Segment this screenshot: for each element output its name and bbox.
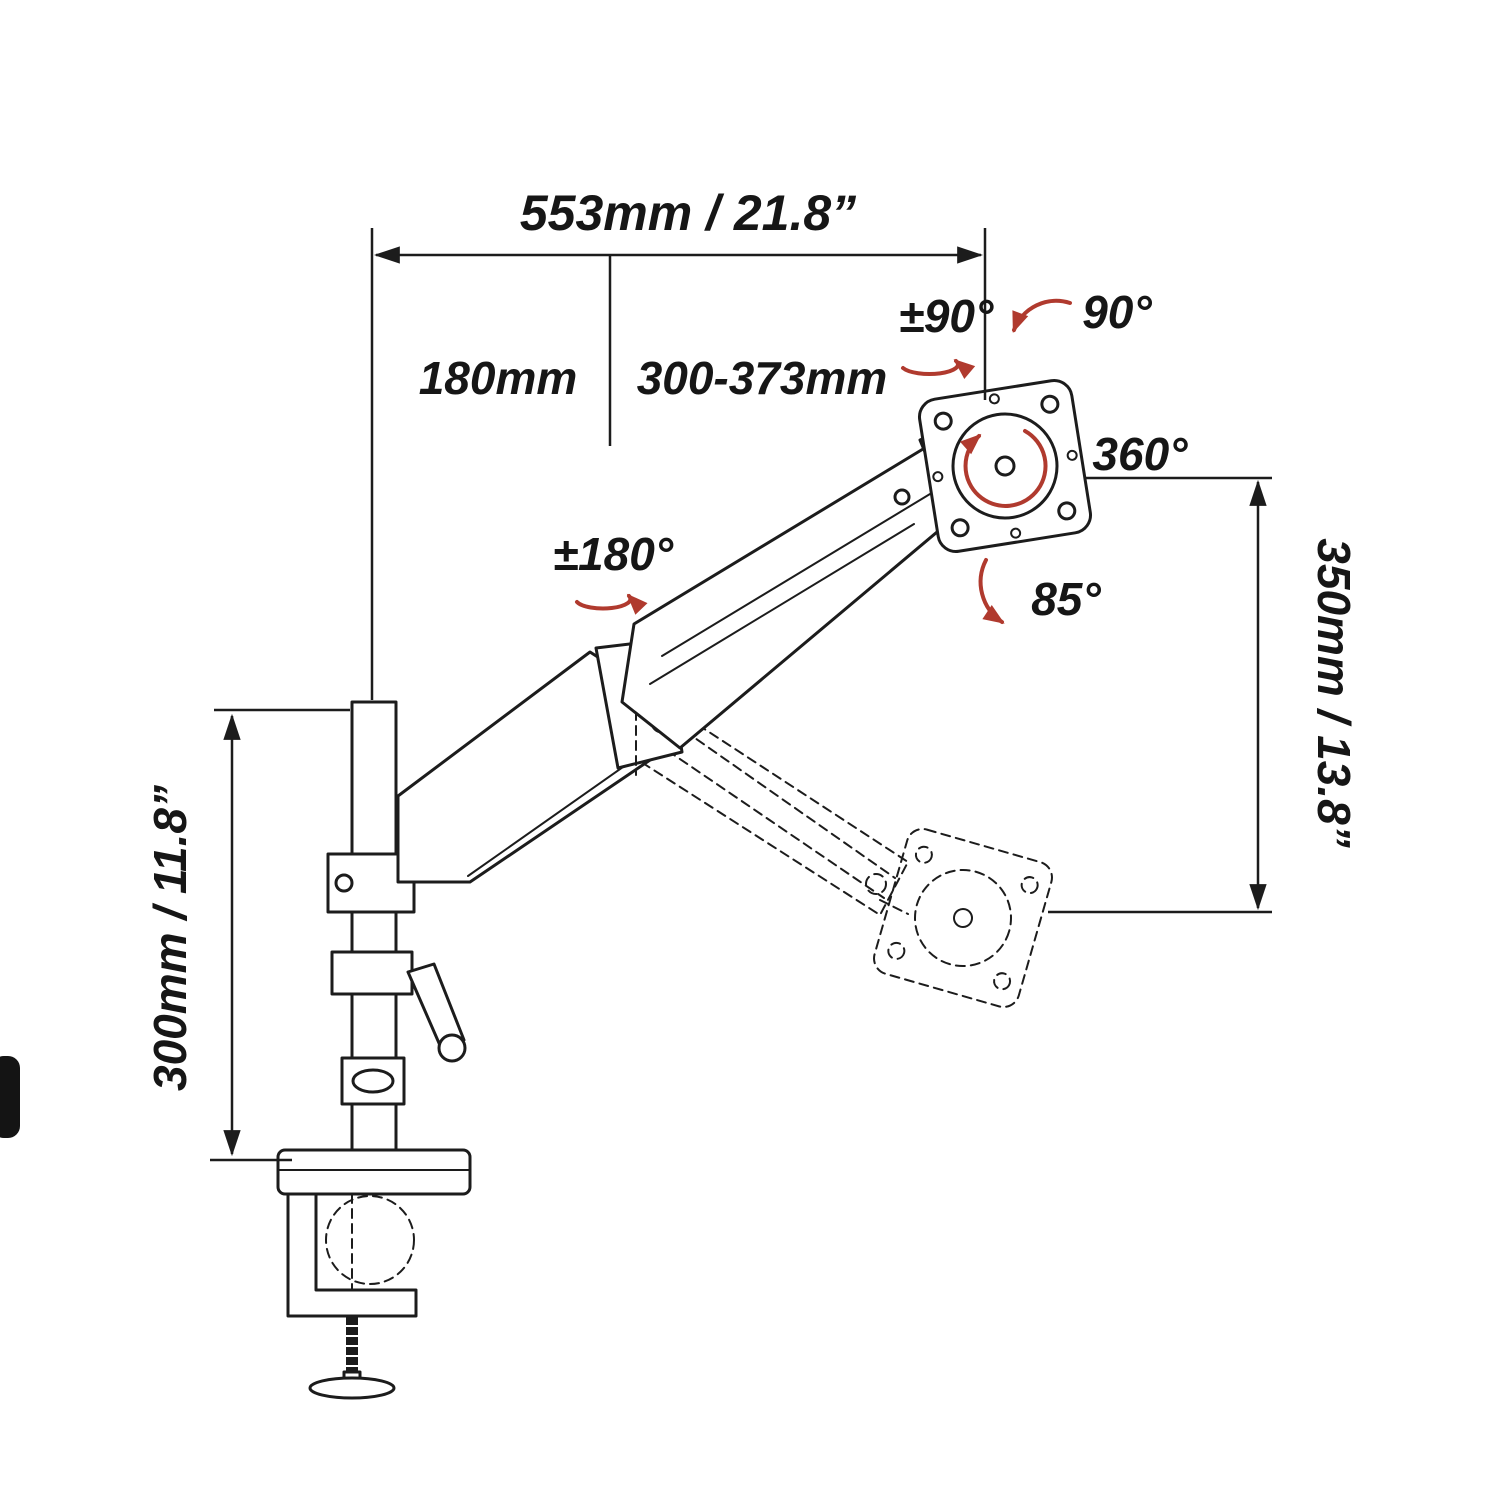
swivel-90-arrow <box>901 358 976 380</box>
label-pole-height: 300mm / 11.8” <box>144 785 196 1091</box>
label-segment-left: 180mm <box>419 352 578 404</box>
dimension-top-width <box>370 228 987 700</box>
dimension-pole-height <box>210 708 350 1162</box>
tilt-up-arrow <box>1012 298 1072 333</box>
clamp-screw <box>308 1316 396 1400</box>
label-height-range: 350mm / 13.8” <box>1308 538 1360 847</box>
label-segment-right: 300-373mm <box>637 352 888 404</box>
label-tilt-up: 90° <box>1082 286 1152 338</box>
arm-180-arrow <box>575 593 648 615</box>
left-edge-artifact <box>0 1056 20 1138</box>
rotation-arrows <box>575 298 1072 624</box>
label-rotation-360: 360° <box>1092 428 1188 480</box>
label-arm-rotation: ±180° <box>553 528 674 580</box>
label-vesa-swivel: ±90° <box>899 290 994 342</box>
cable-clip-bracket <box>340 1056 406 1106</box>
clamp-handle <box>308 1376 396 1400</box>
label-tilt-down: 85° <box>1031 573 1101 625</box>
vesa-rotation-arrow <box>959 429 1048 508</box>
desk-clamp <box>276 1148 472 1400</box>
label-top-width: 553mm / 21.8” <box>520 185 856 241</box>
height-adjust-ring <box>330 950 467 1063</box>
tilt-down-arrow <box>978 558 1005 624</box>
vesa-plate <box>917 378 1093 554</box>
gas-spring-arm <box>620 444 970 750</box>
ghost-vesa-plate <box>873 828 1053 1008</box>
dimension-height-range <box>1048 476 1272 914</box>
